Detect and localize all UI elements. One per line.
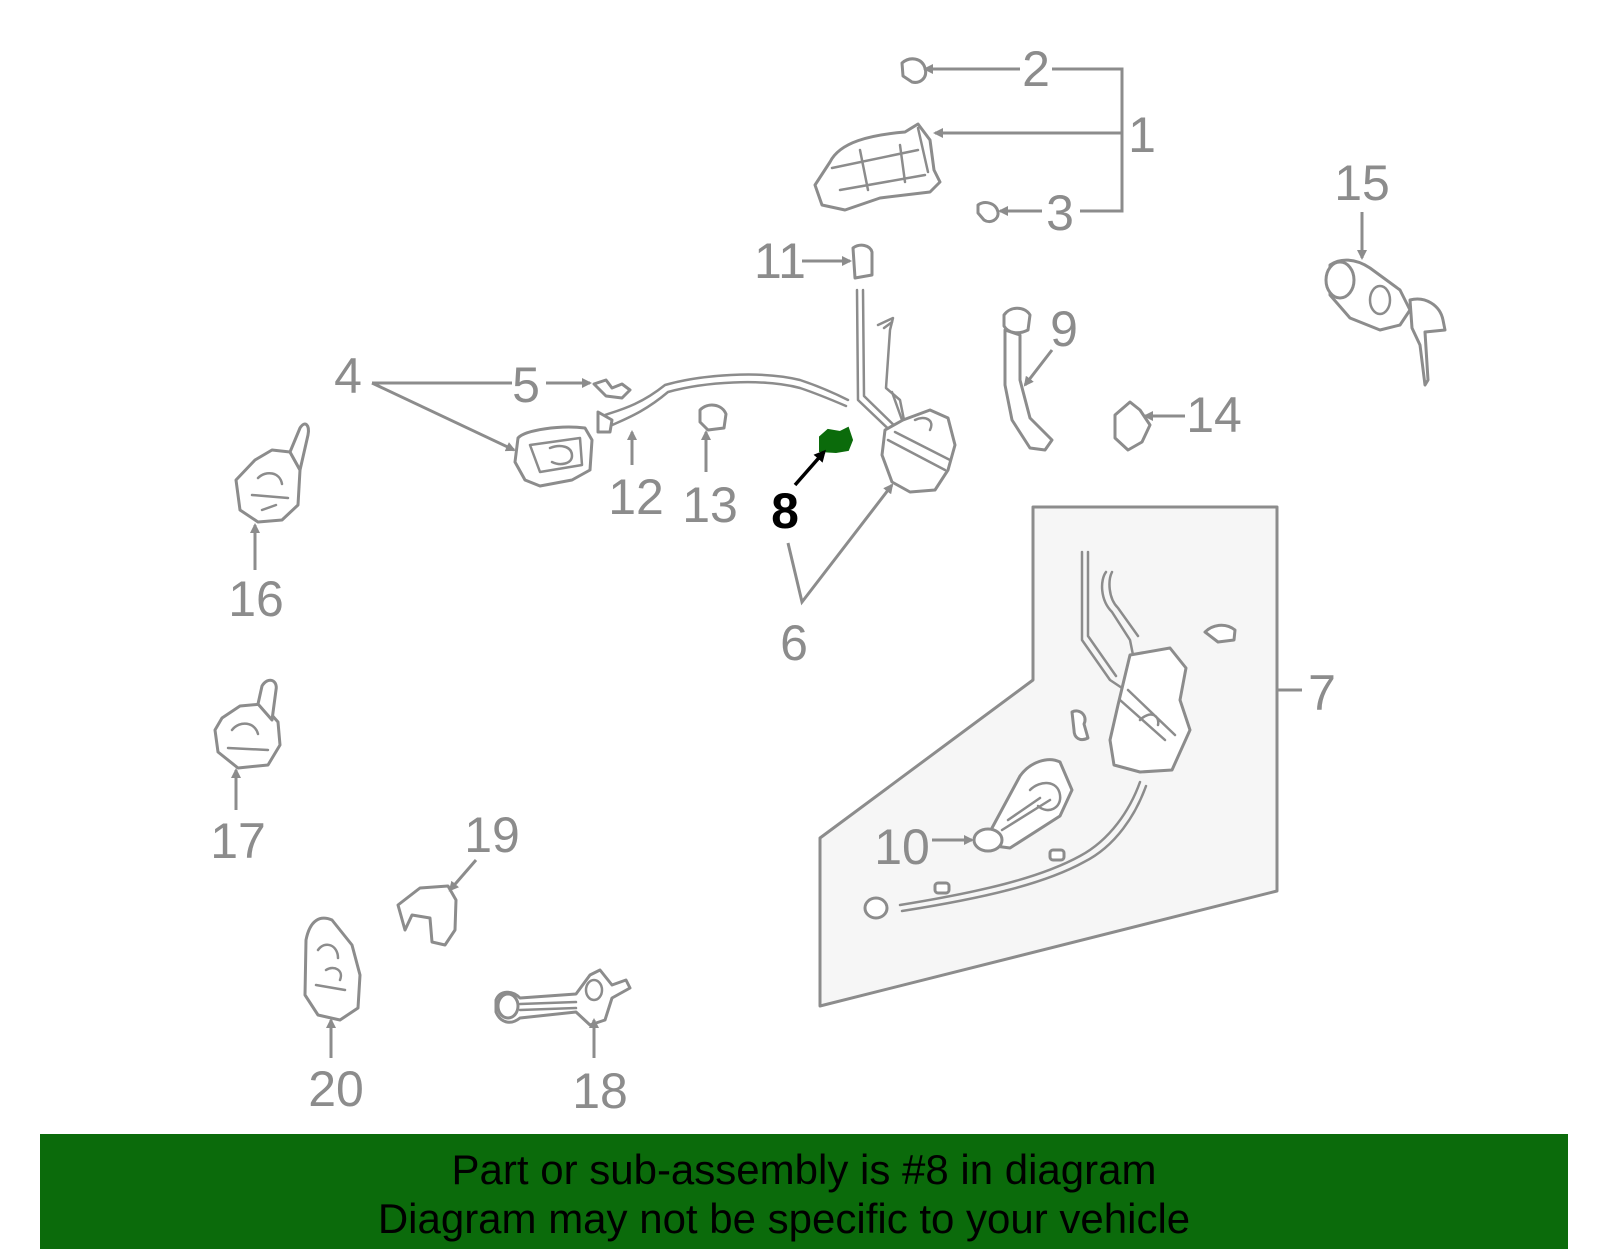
part-16-lock [234,422,310,524]
inset-cable [863,780,1148,920]
part-15-key-cylinder [1324,258,1447,387]
callout-4: 4 [334,348,362,404]
banner-part-notice: Part or sub-assembly is #8 in diagram [451,1146,1157,1193]
callout-14: 14 [1186,387,1242,443]
part-13-clip [698,403,728,432]
part-5-clip [592,378,632,400]
part-19-bracket [396,884,458,947]
callout-13: 13 [682,477,738,533]
part-3-screw [976,201,1000,224]
info-banner-background [40,1134,1568,1249]
callout-20: 20 [308,1061,364,1117]
part-8-highlighted[interactable] [819,426,854,454]
callout-6: 6 [780,615,808,671]
callout-8[interactable]: 8 [771,483,799,539]
part-11-clip [851,243,874,280]
part-9-rod [1002,306,1054,452]
part-14-bracket [1113,400,1152,452]
callout-7: 7 [1308,665,1336,721]
inset-clip [1070,709,1090,742]
callout-17: 17 [210,813,266,869]
part-2-cap [900,57,928,84]
leader-lines [231,64,1367,1058]
part-1-outside-handle [813,122,942,212]
callout-11: 11 [754,233,806,289]
callout-12: 12 [608,469,664,525]
banner-vehicle-disclaimer: Diagram may not be specific to your vehi… [377,1195,1191,1242]
assembly-7-inset [818,505,1279,1008]
callout-18: 18 [572,1063,628,1119]
part-18-door-check [494,968,632,1027]
info-banner: Part or sub-assembly is #8 in diagram Di… [40,1134,1568,1249]
part-12-rod [598,373,850,422]
callout-5: 5 [512,357,540,413]
callout-3: 3 [1046,185,1074,241]
callout-19: 19 [464,807,520,863]
callout-16: 16 [228,571,284,627]
callout-2: 2 [1022,41,1050,97]
part-17-lock [213,678,282,770]
part-4-inside-handle [513,425,594,488]
callout-15: 15 [1334,155,1390,211]
part-10-inside-handle [972,758,1074,853]
callout-10: 10 [874,819,930,875]
part-6-door-lock [855,288,957,494]
callout-1: 1 [1128,107,1156,163]
callout-labels: 1 2 3 4 5 6 7 8 9 10 11 12 13 14 15 16 1… [210,41,1390,1119]
inset-door-lock [1080,550,1237,774]
part-20-striker [303,916,362,1022]
callout-9: 9 [1050,301,1078,357]
